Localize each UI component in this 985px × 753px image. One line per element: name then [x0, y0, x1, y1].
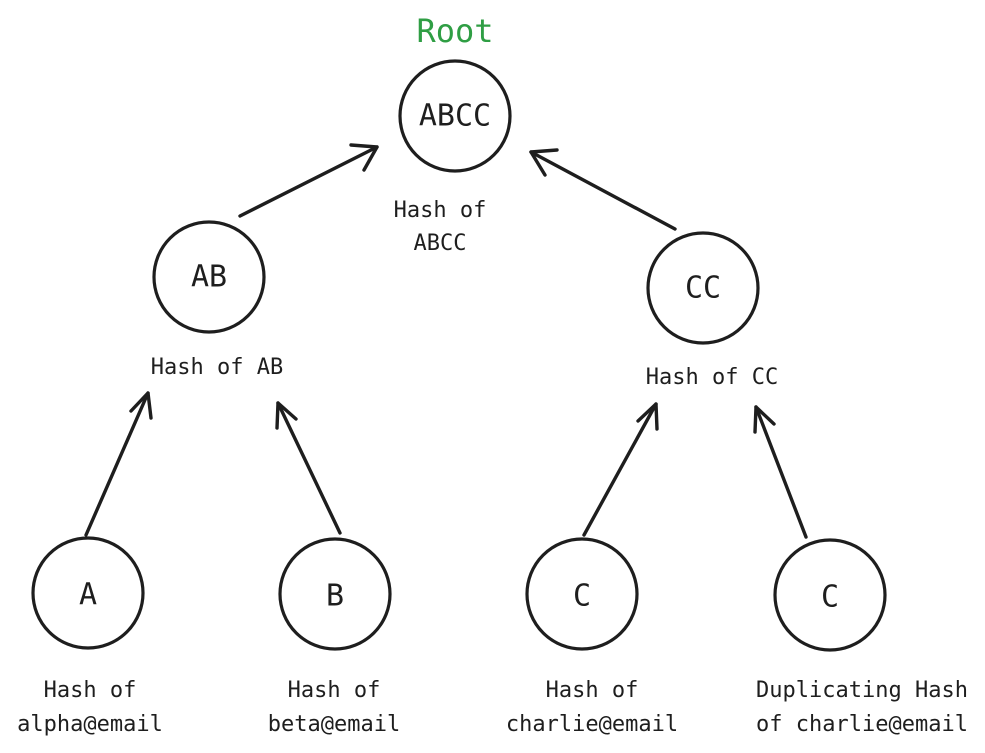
node-a-label-line-2: alpha@email	[17, 712, 163, 737]
node-b-label-line-1: Hash of	[288, 678, 381, 703]
node-ab-text: AB	[191, 260, 227, 295]
node-a-label: Hash of alpha@email	[17, 678, 163, 737]
node-cc: CC	[646, 231, 760, 345]
node-a-label-line-1: Hash of	[44, 678, 137, 703]
node-b: B	[278, 537, 392, 651]
node-abcc-label-line-1: Hash of	[394, 198, 487, 223]
node-b-label-line-2: beta@email	[268, 712, 400, 737]
node-c1-label-line-2: charlie@email	[506, 712, 678, 737]
node-c2-text: C	[821, 580, 839, 615]
edge-ab-to-abcc	[238, 143, 379, 218]
node-c2-label-line-2: of charlie@email	[756, 712, 968, 737]
node-cc-label-line-1: Hash of CC	[646, 365, 778, 390]
node-b-text: B	[326, 579, 344, 614]
node-a: A	[31, 536, 145, 650]
edge-b-to-ab	[275, 401, 342, 535]
edge-c1-to-cc	[582, 402, 659, 537]
node-abcc-text: ABCC	[419, 99, 491, 134]
node-ab-label: Hash of AB	[151, 355, 283, 380]
node-ab-label-line-1: Hash of AB	[151, 355, 283, 380]
node-abcc-label-line-2: ABCC	[414, 231, 467, 256]
node-c1-label: Hash of charlie@email	[506, 678, 678, 737]
edge-a-to-ab	[84, 391, 153, 537]
node-b-label: Hash of beta@email	[268, 678, 400, 737]
node-c2-label: Duplicating Hash of charlie@email	[756, 678, 968, 737]
node-abcc-label: Hash of ABCC	[394, 198, 487, 256]
node-c1-text: C	[573, 579, 591, 614]
edge-c2-to-cc	[753, 405, 808, 539]
node-a-text: A	[79, 578, 97, 613]
node-cc-label: Hash of CC	[646, 365, 778, 390]
node-c1: C	[525, 537, 639, 651]
node-c2-label-line-1: Duplicating Hash	[756, 678, 968, 703]
node-c1-label-line-1: Hash of	[546, 678, 639, 703]
root-title: Root	[416, 12, 493, 50]
node-abcc: ABCC	[398, 59, 512, 173]
edges	[84, 143, 808, 539]
node-ab: AB	[152, 220, 266, 334]
node-c2: C	[773, 538, 887, 652]
edge-cc-to-abcc	[529, 148, 677, 231]
node-cc-text: CC	[685, 271, 721, 306]
